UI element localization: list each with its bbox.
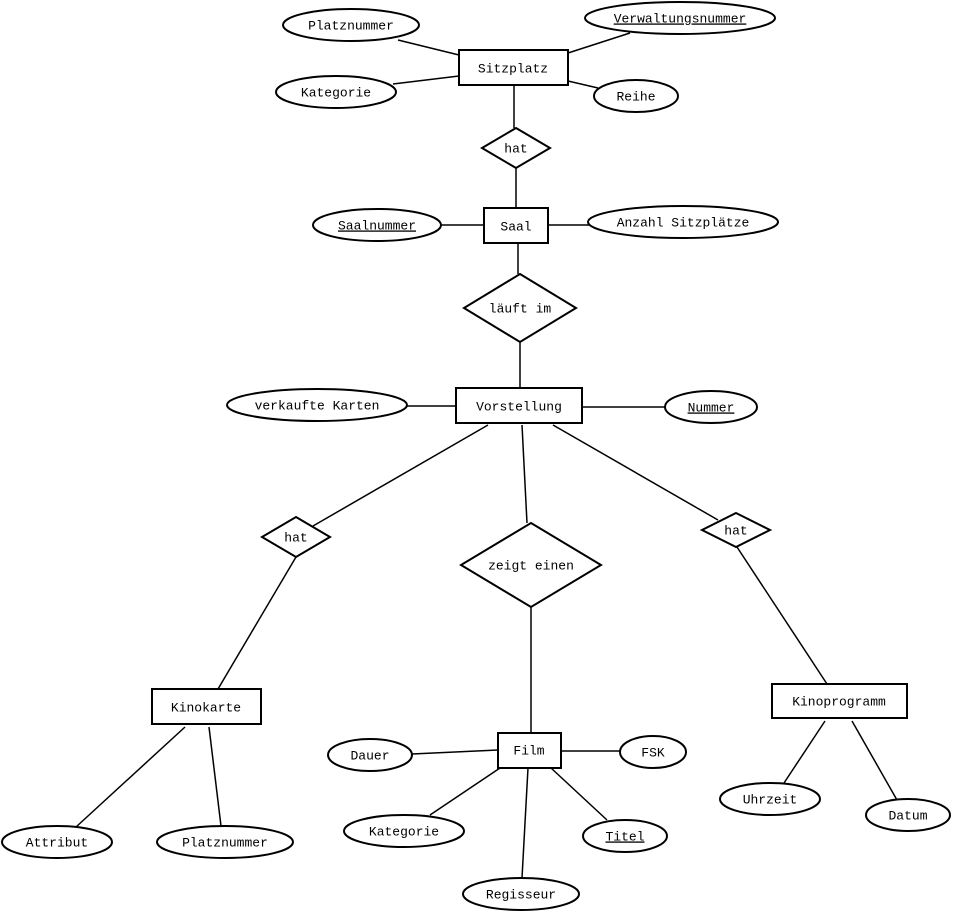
connector-lines [75, 32, 898, 879]
attribute-label: Reihe [616, 89, 655, 104]
entity-label: Saal [500, 219, 531, 234]
relationship-vorstellung-film[interactable]: zeigt einen [459, 521, 603, 609]
attribute-label: Nummer [688, 400, 735, 415]
attribute-label: Saalnummer [338, 218, 416, 233]
attribute-label: Kategorie [301, 85, 371, 100]
attribute-label: Kategorie [369, 824, 439, 839]
attribute-nummer[interactable]: Nummer [664, 390, 758, 424]
entity-kinoprogramm[interactable]: Kinoprogramm [771, 683, 908, 719]
attribute-label: Regisseur [486, 887, 556, 902]
entity-saal[interactable]: Saal [483, 207, 549, 244]
entity-label: Film [513, 743, 544, 758]
attribute-label: Anzahl Sitzplätze [617, 215, 750, 230]
relationship-label: zeigt einen [488, 558, 574, 573]
attribute-titel[interactable]: Titel [582, 819, 668, 853]
attribute-kinokarte-platznummer[interactable]: Platznummer [156, 825, 294, 859]
attribute-fsk[interactable]: FSK [619, 735, 687, 769]
relationship-vorstellung-kinoprogramm[interactable]: hat [699, 511, 773, 549]
attribute-label: Attribut [26, 835, 88, 850]
attribute-dauer[interactable]: Dauer [327, 738, 413, 772]
attribute-label: Datum [888, 808, 927, 823]
relationship-label: hat [724, 523, 747, 538]
attribute-saalnummer[interactable]: Saalnummer [312, 208, 442, 242]
attribute-label: Platznummer [308, 18, 394, 33]
attribute-verkaufte-karten[interactable]: verkaufte Karten [226, 388, 408, 422]
attribute-label: Dauer [350, 748, 389, 763]
relationship-label: hat [504, 141, 527, 156]
entity-label: Vorstellung [476, 399, 562, 414]
attribute-attribut[interactable]: Attribut [1, 825, 113, 859]
attribute-label: Titel [605, 829, 644, 844]
attribute-kategorie[interactable]: Kategorie [275, 75, 397, 109]
attribute-platznummer[interactable]: Platznummer [282, 8, 420, 42]
entity-film[interactable]: Film [497, 732, 562, 769]
attribute-label: verkaufte Karten [255, 398, 380, 413]
attribute-verwaltungsnummer[interactable]: Verwaltungsnummer [584, 1, 776, 35]
relationship-vorstellung-kinokarte[interactable]: hat [260, 515, 332, 559]
entity-label: Kinoprogramm [792, 694, 886, 709]
relationship-saal-vorstellung[interactable]: läuft im [462, 272, 578, 344]
entity-label: Kinokarte [171, 700, 241, 715]
relationship-sitzplatz-saal[interactable]: hat [480, 126, 552, 170]
entity-sitzplatz[interactable]: Sitzplatz [458, 49, 569, 86]
attribute-uhrzeit[interactable]: Uhrzeit [719, 782, 821, 816]
attribute-label: Uhrzeit [743, 792, 798, 807]
entity-vorstellung[interactable]: Vorstellung [455, 387, 583, 424]
attribute-label: FSK [641, 745, 665, 760]
entity-label: Sitzplatz [478, 61, 548, 76]
attribute-regisseur[interactable]: Regisseur [462, 877, 580, 911]
attribute-datum[interactable]: Datum [865, 798, 951, 832]
attribute-film-kategorie[interactable]: Kategorie [343, 814, 465, 848]
attribute-label: Platznummer [182, 835, 268, 850]
relationship-label: läuft im [489, 301, 552, 316]
attribute-label: Verwaltungsnummer [614, 11, 747, 26]
attribute-anzahl-sitzplaetze[interactable]: Anzahl Sitzplätze [587, 205, 779, 239]
entity-kinokarte[interactable]: Kinokarte [151, 688, 262, 725]
relationship-label: hat [284, 530, 307, 545]
attribute-reihe[interactable]: Reihe [593, 79, 679, 113]
